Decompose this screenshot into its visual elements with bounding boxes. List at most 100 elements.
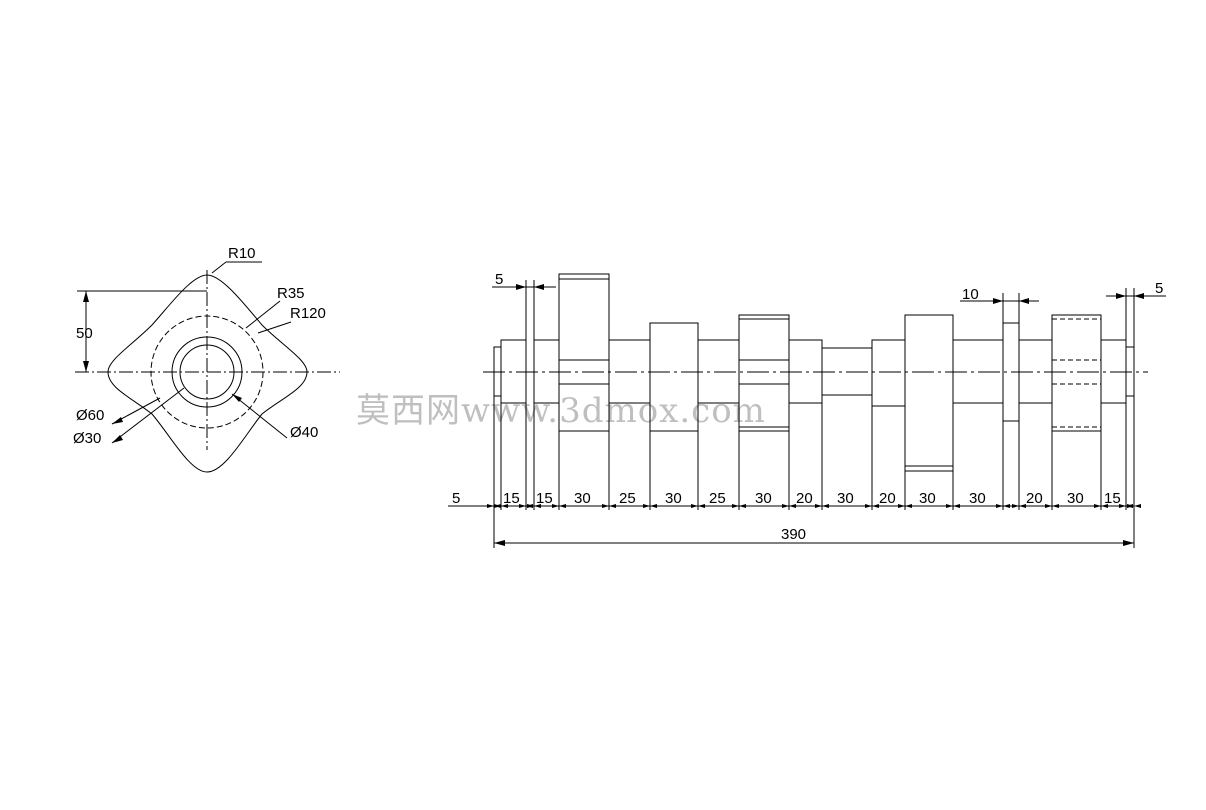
phi40-leader xyxy=(231,393,288,439)
label-seg-3: 30 xyxy=(574,490,591,507)
label-height-50: 50 xyxy=(76,325,93,342)
segment-arrowhead xyxy=(534,504,541,508)
label-seg-9: 30 xyxy=(837,490,854,507)
label-phi60: Ø60 xyxy=(76,407,104,424)
segment-arrowhead xyxy=(527,504,534,508)
segment-arrowhead xyxy=(739,504,746,508)
label-top-5-left: 5 xyxy=(495,271,503,288)
cam-lobe-3 xyxy=(738,314,790,432)
segment-arrowhead xyxy=(1127,504,1134,508)
label-seg-5: 30 xyxy=(665,490,682,507)
label-seg-1: 15 xyxy=(503,490,520,507)
segment-arrowheads xyxy=(487,504,1141,508)
arrowhead xyxy=(516,284,526,290)
arrowhead xyxy=(83,291,89,302)
segment-arrowhead xyxy=(494,504,501,508)
segment-arrowhead xyxy=(905,504,912,508)
label-seg-13: 20 xyxy=(1026,490,1043,507)
label-r120: R120 xyxy=(290,305,326,322)
phi60-circle xyxy=(150,315,264,429)
side-view xyxy=(448,273,1166,548)
arrowhead xyxy=(232,394,242,402)
phi30-circle xyxy=(179,344,235,400)
cam-lobe-5 xyxy=(1051,314,1102,432)
segment-arrowhead xyxy=(559,504,566,508)
segment-arrowhead xyxy=(732,504,739,508)
segment-arrowhead xyxy=(1045,504,1052,508)
segment-arrowhead xyxy=(691,504,698,508)
shaft-end-stub-right xyxy=(1125,346,1135,397)
flange-disc xyxy=(1002,322,1020,422)
cam-lobe-1 xyxy=(558,273,610,432)
segment-arrowhead xyxy=(815,504,822,508)
segment-arrowhead xyxy=(519,504,526,508)
label-total-390: 390 xyxy=(781,526,806,543)
segment-arrowhead xyxy=(822,504,829,508)
label-r35: R35 xyxy=(277,285,305,302)
label-seg-10: 20 xyxy=(879,490,896,507)
arrowhead xyxy=(1019,298,1029,304)
segment-arrowhead xyxy=(698,504,705,508)
r10-leader xyxy=(211,261,227,274)
label-top-5-right: 5 xyxy=(1155,280,1163,297)
segment-arrowhead xyxy=(782,504,789,508)
label-seg-11: 30 xyxy=(919,490,936,507)
label-seg-15: 15 xyxy=(1104,490,1121,507)
segment-arrowhead xyxy=(865,504,872,508)
segment-arrowhead xyxy=(1019,504,1026,508)
label-seg-7: 30 xyxy=(755,490,772,507)
segment-arrowhead xyxy=(1052,504,1059,508)
label-seg-6: 25 xyxy=(709,490,726,507)
labels: R10 R35 R120 50 Ø60 Ø30 Ø40 5 10 5 5 15 … xyxy=(73,245,1163,543)
segment-arrowhead xyxy=(1012,504,1019,508)
label-seg-14: 30 xyxy=(1067,490,1084,507)
arrowhead xyxy=(83,361,89,372)
arrowhead xyxy=(1123,540,1134,546)
label-phi30: Ø30 xyxy=(73,430,101,447)
arrowhead xyxy=(1134,293,1144,299)
arrowhead xyxy=(534,284,544,290)
label-seg-4: 25 xyxy=(619,490,636,507)
segment-arrowhead xyxy=(609,504,616,508)
segment-arrowhead xyxy=(898,504,905,508)
segment-arrowhead xyxy=(643,504,650,508)
label-seg-8: 20 xyxy=(796,490,813,507)
arrowhead xyxy=(993,298,1003,304)
segment-arrowhead xyxy=(650,504,657,508)
arrowhead xyxy=(112,417,123,424)
label-seg-0: 5 xyxy=(452,490,460,507)
shaft-section-5 xyxy=(871,339,906,407)
segment-arrowhead xyxy=(1003,504,1010,508)
arrowheads xyxy=(83,284,1144,546)
arrowhead xyxy=(112,435,123,443)
cam-lobe-profile xyxy=(107,274,308,473)
segment-arrowhead xyxy=(1094,504,1101,508)
arrowhead xyxy=(494,540,505,546)
label-seg-12: 30 xyxy=(969,490,986,507)
segment-arrowhead xyxy=(487,504,494,508)
label-top-10: 10 xyxy=(962,286,979,303)
segment-arrowhead xyxy=(552,504,559,508)
arrowhead xyxy=(1116,293,1126,299)
segment-arrowhead xyxy=(1134,504,1141,508)
r35-leader xyxy=(245,300,281,329)
segment-arrowhead xyxy=(946,504,953,508)
journal-1 xyxy=(500,339,527,404)
phi40-circle xyxy=(171,336,243,408)
bottom-extension-lines xyxy=(493,396,1135,548)
segment-arrowhead xyxy=(602,504,609,508)
segment-arrowhead xyxy=(501,504,508,508)
segment-arrowhead xyxy=(996,504,1003,508)
label-seg-2: 15 xyxy=(536,490,553,507)
label-r10: R10 xyxy=(228,245,256,262)
segment-arrowhead xyxy=(872,504,879,508)
phi30-leader xyxy=(111,387,185,444)
label-phi40: Ø40 xyxy=(290,424,318,441)
segment-arrowhead xyxy=(1101,504,1108,508)
r120-leader xyxy=(257,321,292,334)
segment-arrowhead xyxy=(953,504,960,508)
segment-arrowhead xyxy=(789,504,796,508)
cam-lobe-2 xyxy=(649,322,699,432)
segment-arrowhead xyxy=(1119,504,1126,508)
